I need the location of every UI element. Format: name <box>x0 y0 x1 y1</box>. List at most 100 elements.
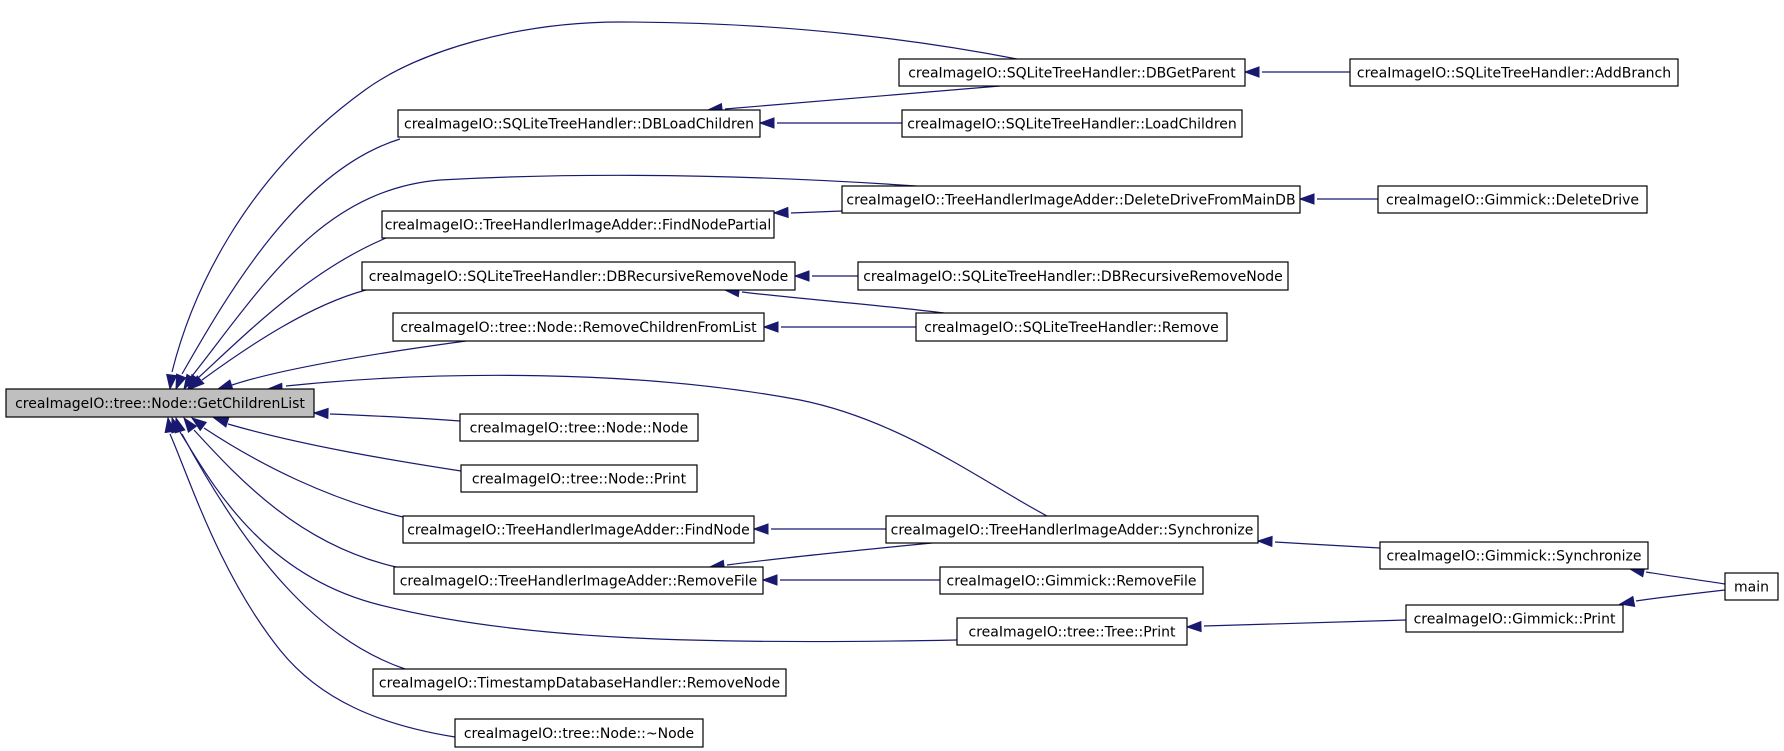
call-edge-dbrecursiveremovenode_a-to-root <box>188 289 367 390</box>
arrowhead-icon <box>1618 595 1636 607</box>
node-box <box>857 261 1289 291</box>
node-label: creaImageIO::tree::Node::Node <box>470 421 689 437</box>
call-edge-findnode-to-root <box>190 417 408 519</box>
edge-line <box>201 289 367 381</box>
edge-line <box>171 21 1018 373</box>
edge-line <box>329 413 461 422</box>
node-box <box>393 566 764 595</box>
call-edge-dbrecursiveremovenode_b-to-dbrecursiveremovenode_a <box>793 270 858 282</box>
call-edge-dbgetparent-to-root <box>166 21 1018 391</box>
call-edge-addbranch-to-dbgetparent <box>1243 66 1350 78</box>
graph-node-findnode[interactable]: creaImageIO::TreeHandlerImageAdder::Find… <box>402 515 755 544</box>
node-box <box>392 312 765 342</box>
graph-node-dbrecursiveremovenode-a[interactable]: creaImageIO::SQLiteTreeHandler::DBRecurs… <box>361 261 796 291</box>
arrowhead-icon <box>190 417 208 432</box>
edge-line <box>741 291 945 314</box>
node-box <box>397 109 761 138</box>
graph-node-gimmick-print[interactable]: creaImageIO::Gimmick::Print <box>1405 604 1624 633</box>
call-edge-adder_removefile-to-root <box>183 416 397 568</box>
node-box <box>915 312 1228 342</box>
arrowhead-icon <box>183 416 198 434</box>
node-box <box>402 515 755 544</box>
call-edge-loadchildren-to-dbloadchildren <box>758 117 902 129</box>
graph-node-removechildrenfromlist[interactable]: creaImageIO::tree::Node::RemoveChildrenF… <box>392 312 765 342</box>
arrowhead-icon <box>312 407 329 420</box>
call-edge-gimmick_print-to-tree_print <box>1185 619 1407 633</box>
edge-line <box>179 431 958 643</box>
graph-node-adder-removefile[interactable]: creaImageIO::TreeHandlerImageAdder::Remo… <box>393 566 764 595</box>
edge-line <box>231 340 467 386</box>
arrowhead-icon <box>166 373 178 391</box>
node-label: creaImageIO::TreeHandlerImageAdder::Dele… <box>846 193 1295 209</box>
edge-line <box>193 429 397 568</box>
node-label: main <box>1734 580 1769 596</box>
node-box <box>1349 58 1679 87</box>
node-label: creaImageIO::tree::Node::RemoveChildrenF… <box>400 320 757 336</box>
call-edge-node_ctor-to-root <box>312 407 461 422</box>
node-box <box>885 515 1259 544</box>
node-box <box>1379 541 1649 570</box>
call-edge-gimmick_synchronize-to-adder_synchronize <box>1256 535 1381 549</box>
graph-node-node-ctor[interactable]: creaImageIO::tree::Node::Node <box>459 413 699 442</box>
graph-node-dbrecursiveremovenode-b[interactable]: creaImageIO::SQLiteTreeHandler::DBRecurs… <box>857 261 1289 291</box>
graph-node-adder-synchronize[interactable]: creaImageIO::TreeHandlerImageAdder::Sync… <box>885 515 1259 544</box>
arrowhead-icon <box>175 373 187 391</box>
arrowhead-icon <box>793 270 810 282</box>
arrowhead-icon <box>1298 193 1315 205</box>
edge-line <box>1645 571 1726 585</box>
node-label: creaImageIO::Gimmick::DeleteDrive <box>1386 193 1639 209</box>
edge-line <box>181 433 406 670</box>
graph-node-root[interactable]: creaImageIO::tree::Node::GetChildrenList <box>5 388 315 418</box>
node-box <box>372 668 787 697</box>
edge-line <box>1635 589 1726 602</box>
node-box <box>361 261 796 291</box>
graph-node-deletedrivefrommaindb[interactable]: creaImageIO::TreeHandlerImageAdder::Dele… <box>841 185 1301 214</box>
call-edge-gimmick_removefile-to-adder_removefile <box>761 574 940 586</box>
edges-layer <box>164 21 1726 738</box>
node-box <box>898 58 1246 87</box>
graph-node-node-dtor[interactable]: creaImageIO::tree::Node::~Node <box>454 718 704 748</box>
graph-node-timestamp-removenode[interactable]: creaImageIO::TimestampDatabaseHandler::R… <box>372 668 787 697</box>
call-edge-main-to-gimmick_print <box>1618 589 1726 607</box>
graph-node-gimmick-removefile[interactable]: creaImageIO::Gimmick::RemoveFile <box>939 566 1204 595</box>
node-box <box>841 185 1301 214</box>
node-label: creaImageIO::SQLiteTreeHandler::AddBranc… <box>1357 66 1671 82</box>
graph-node-gimmick-synchronize[interactable]: creaImageIO::Gimmick::Synchronize <box>1379 541 1649 570</box>
edge-line <box>197 237 387 379</box>
node-box <box>459 413 699 442</box>
node-label: creaImageIO::TreeHandlerImageAdder::Find… <box>407 523 750 539</box>
edge-line <box>203 427 408 519</box>
edge-line <box>169 433 456 738</box>
node-box <box>454 718 704 748</box>
edge-line <box>285 374 1048 517</box>
graph-node-node-print[interactable]: creaImageIO::tree::Node::Print <box>460 464 698 493</box>
node-box <box>901 109 1243 138</box>
graph-node-findnodepartial[interactable]: creaImageIO::TreeHandlerImageAdder::Find… <box>381 210 775 239</box>
graph-node-loadchildren[interactable]: creaImageIO::SQLiteTreeHandler::LoadChil… <box>901 109 1243 138</box>
call-edge-node_print-to-root <box>212 416 462 472</box>
node-label: creaImageIO::tree::Node::GetChildrenList <box>15 396 305 412</box>
node-box <box>1377 185 1648 214</box>
edge-line <box>790 210 843 214</box>
nodes-layer: creaImageIO::tree::Node::GetChildrenList… <box>5 58 1779 748</box>
call-edge-dbloadchildren-to-root <box>175 138 401 391</box>
node-label: creaImageIO::Gimmick::Synchronize <box>1386 549 1641 565</box>
node-box <box>5 388 315 418</box>
node-label: creaImageIO::tree::Node::Print <box>472 472 687 488</box>
graph-node-gimmick-deletedrive[interactable]: creaImageIO::Gimmick::DeleteDrive <box>1377 185 1648 214</box>
graph-node-tree-print[interactable]: creaImageIO::tree::Tree::Print <box>956 617 1188 646</box>
graph-node-dbgetparent[interactable]: creaImageIO::SQLiteTreeHandler::DBGetPar… <box>898 58 1246 87</box>
node-label: creaImageIO::TreeHandlerImageAdder::Find… <box>385 218 772 234</box>
edge-line <box>1274 541 1381 549</box>
node-box <box>1724 572 1779 601</box>
graph-node-addbranch[interactable]: creaImageIO::SQLiteTreeHandler::AddBranc… <box>1349 58 1679 87</box>
graph-node-dbloadchildren[interactable]: creaImageIO::SQLiteTreeHandler::DBLoadCh… <box>397 109 761 138</box>
node-label: creaImageIO::tree::Node::~Node <box>464 726 694 742</box>
graph-node-sqlite-remove[interactable]: creaImageIO::SQLiteTreeHandler::Remove <box>915 312 1228 342</box>
node-label: creaImageIO::TreeHandlerImageAdder::Sync… <box>891 523 1254 539</box>
arrowhead-icon <box>1185 620 1202 633</box>
graph-node-main[interactable]: main <box>1724 572 1779 601</box>
node-label: creaImageIO::SQLiteTreeHandler::LoadChil… <box>907 117 1237 133</box>
node-label: creaImageIO::TimestampDatabaseHandler::R… <box>379 676 780 692</box>
